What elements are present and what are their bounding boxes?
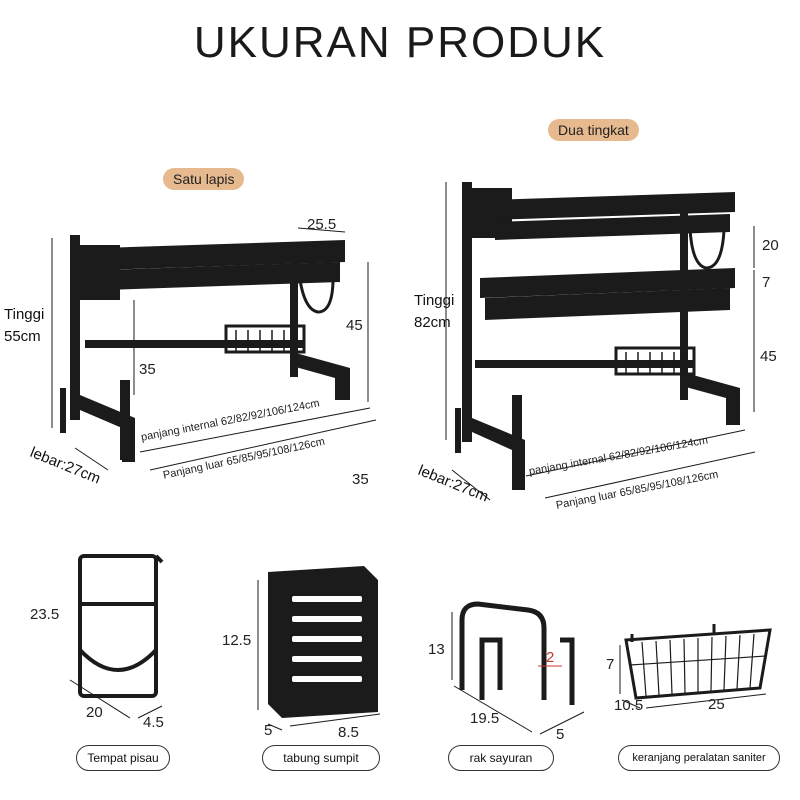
chopstick-dim-height: 12.5 xyxy=(222,632,252,649)
veg-dim-depth: 5 xyxy=(556,726,565,743)
veg-dim-hook: 2 xyxy=(546,649,555,666)
left-height-label: Tinggi 55cm xyxy=(4,306,45,345)
left-dim-top-gap: 25.5 xyxy=(307,216,337,233)
right-dim-top: 20 xyxy=(762,237,779,254)
badge-dua-tingkat: Dua tingkat xyxy=(548,119,639,141)
knife-dim-height: 23.5 xyxy=(30,606,60,623)
right-dim-mid: 7 xyxy=(762,274,771,291)
basket-dim-height: 7 xyxy=(606,656,615,673)
veg-dim-length: 19.5 xyxy=(470,710,500,727)
veg-dim-height: 13 xyxy=(428,641,445,658)
label-keranjang-saniter: keranjang peralatan saniter xyxy=(618,745,780,771)
chopstick-dim-depth: 5 xyxy=(264,722,273,739)
basket-dim-depth: 10.5 xyxy=(614,697,644,714)
label-tabung-sumpit: tabung sumpit xyxy=(262,745,380,771)
left-dim-lower: 35 xyxy=(139,361,156,378)
left-dim-upper: 45 xyxy=(346,317,363,334)
page-title: UKURAN PRODUK xyxy=(193,18,607,67)
right-height-label: Tinggi 82cm xyxy=(414,292,455,331)
basket-dim-length: 25 xyxy=(708,696,725,713)
chopstick-dim-width: 8.5 xyxy=(338,724,359,741)
left-dim-bottom: 35 xyxy=(352,471,369,488)
right-dim-low: 45 xyxy=(760,348,777,365)
knife-dim-depth: 4.5 xyxy=(143,714,164,731)
label-tempat-pisau: Tempat pisau xyxy=(76,745,170,771)
knife-dim-width: 20 xyxy=(86,704,103,721)
badge-satu-lapis: Satu lapis xyxy=(163,168,245,190)
label-rak-sayuran: rak sayuran xyxy=(448,745,554,771)
